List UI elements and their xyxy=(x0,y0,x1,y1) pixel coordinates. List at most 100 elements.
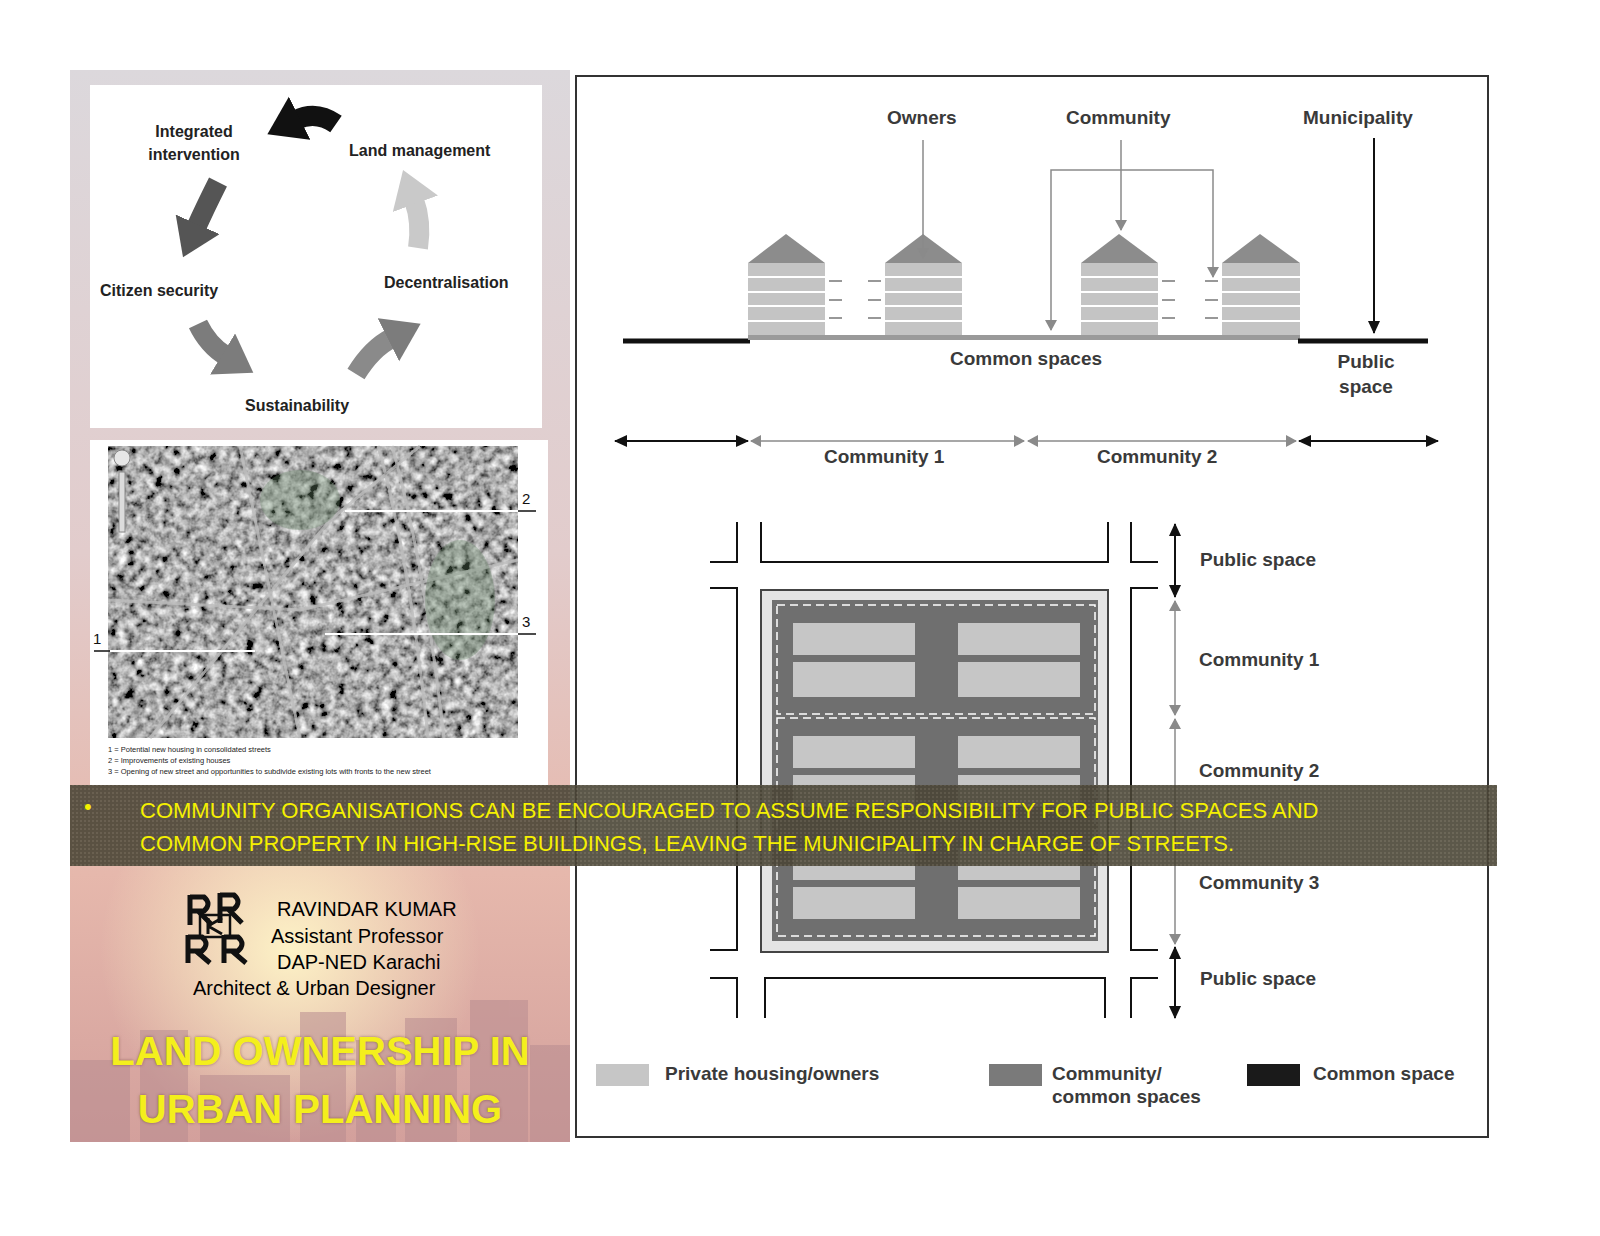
banner-text: COMMUNITY ORGANISATIONS CAN BE ENCOURAGE… xyxy=(140,794,1385,861)
drawing-path xyxy=(414,200,419,248)
drawing-rect xyxy=(793,736,915,768)
drawing-g xyxy=(777,605,1095,936)
zone-label: Public space xyxy=(1326,350,1406,399)
bullet: • xyxy=(84,794,92,821)
drawing-ellipse xyxy=(260,470,340,530)
drawing-line xyxy=(1298,339,1428,344)
actor-label: Owners xyxy=(887,106,957,129)
drawing-path xyxy=(765,978,1105,1018)
text-banner xyxy=(70,785,1497,866)
drawing-path xyxy=(1131,522,1158,562)
drawing-g xyxy=(94,511,536,651)
legend-text: Common space xyxy=(1313,1062,1454,1085)
drawing-rect xyxy=(958,736,1080,768)
drawing-line xyxy=(1299,440,1438,442)
drawing-line xyxy=(922,140,924,258)
drawing-rect xyxy=(200,915,230,937)
drawing-line xyxy=(94,650,110,652)
drawing-path xyxy=(1051,170,1213,330)
cycle-label: Land management xyxy=(349,141,490,161)
drawing-rect xyxy=(70,70,570,1142)
dimension-label: Community 3 xyxy=(1199,871,1319,894)
author-role: Assistant Professor xyxy=(271,924,443,948)
drawing-path xyxy=(1162,281,1175,318)
drawing-rect xyxy=(748,263,825,335)
drawing-g xyxy=(748,234,1300,335)
drawing-rect xyxy=(958,887,1080,919)
drawing-path xyxy=(208,918,222,934)
callout-number: 1 xyxy=(93,630,101,648)
drawing-rect xyxy=(90,85,542,428)
dimension-label: Community 2 xyxy=(1097,445,1217,468)
drawing-path xyxy=(188,935,210,963)
callout-number: 3 xyxy=(522,613,530,631)
page-title: LAND OWNERSHIP IN URBAN PLANNING xyxy=(75,1022,565,1138)
drawing-line xyxy=(751,440,1024,442)
drawing-line xyxy=(518,510,536,512)
drawing-rect xyxy=(772,600,1098,941)
drawing-g xyxy=(108,446,518,738)
actor-label: Municipality xyxy=(1303,106,1413,129)
drawing-circle xyxy=(114,450,130,466)
drawing-rect xyxy=(777,605,1095,714)
photo-caption: 3 = Opening of new street and opportunit… xyxy=(108,767,431,776)
drawing-line xyxy=(623,339,750,344)
drawing-line xyxy=(518,633,536,635)
drawing-polygon xyxy=(1222,234,1300,263)
drawing-rect xyxy=(119,472,125,532)
legend-swatch xyxy=(1247,1064,1300,1086)
section-drawing xyxy=(615,138,1438,441)
drawing-path xyxy=(710,522,737,562)
drawing-path xyxy=(710,978,737,1018)
drawing-line xyxy=(110,650,255,652)
drawing-line xyxy=(345,510,518,512)
drawing-g xyxy=(110,511,518,651)
drawing-rect xyxy=(962,265,1081,335)
cycle-label: Sustainability xyxy=(245,396,349,416)
drawing-line xyxy=(1174,601,1176,715)
drawing-polygon xyxy=(748,234,825,263)
drawing-line xyxy=(615,440,748,442)
zone-label: Common spaces xyxy=(950,347,1102,370)
drawing-line xyxy=(325,633,518,635)
drawing-rect xyxy=(108,446,518,738)
cycle-label: Decentralisation xyxy=(384,273,508,293)
drawing-path xyxy=(761,522,1108,562)
callout-number: 2 xyxy=(522,490,530,508)
drawing-path xyxy=(224,935,246,963)
drawing-line xyxy=(1373,138,1375,333)
left-panel xyxy=(70,70,570,1142)
drawing-ellipse xyxy=(425,540,495,660)
drawing-rect xyxy=(825,265,885,335)
drawing-line xyxy=(1028,440,1296,442)
author-affiliation: DAP-NED Karachi xyxy=(277,950,440,974)
drawing-rect xyxy=(761,590,1108,952)
drawing-rect xyxy=(1081,263,1158,335)
author-role: Architect & Urban Designer xyxy=(193,976,435,1000)
drawing-path xyxy=(710,588,737,950)
drawing-g xyxy=(829,281,1218,318)
drawing-path xyxy=(198,324,226,356)
drawing-path xyxy=(196,182,218,228)
drawing-path xyxy=(1205,281,1218,318)
drawing-path xyxy=(296,116,336,124)
drawing-g xyxy=(793,623,1080,919)
drawing-rect xyxy=(958,662,1080,697)
aerial-photo xyxy=(94,446,536,738)
drawing-rect xyxy=(958,623,1080,655)
drawing-rect xyxy=(1222,263,1300,335)
dimension-label: Public space xyxy=(1200,967,1316,990)
logo-monogram xyxy=(188,893,246,963)
drawing-rect xyxy=(793,623,915,655)
drawing-line xyxy=(1174,947,1176,1018)
drawing-path xyxy=(1131,588,1158,950)
legend-swatch xyxy=(596,1064,649,1086)
drawing-rect xyxy=(530,1045,570,1142)
cycle-label: Integrated intervention xyxy=(134,120,254,166)
drawing-g xyxy=(260,470,495,660)
drawing-line xyxy=(1174,524,1176,597)
drawing-path xyxy=(356,338,392,374)
drawing-path xyxy=(1131,978,1158,1018)
cycle-label: Citizen security xyxy=(100,281,218,301)
